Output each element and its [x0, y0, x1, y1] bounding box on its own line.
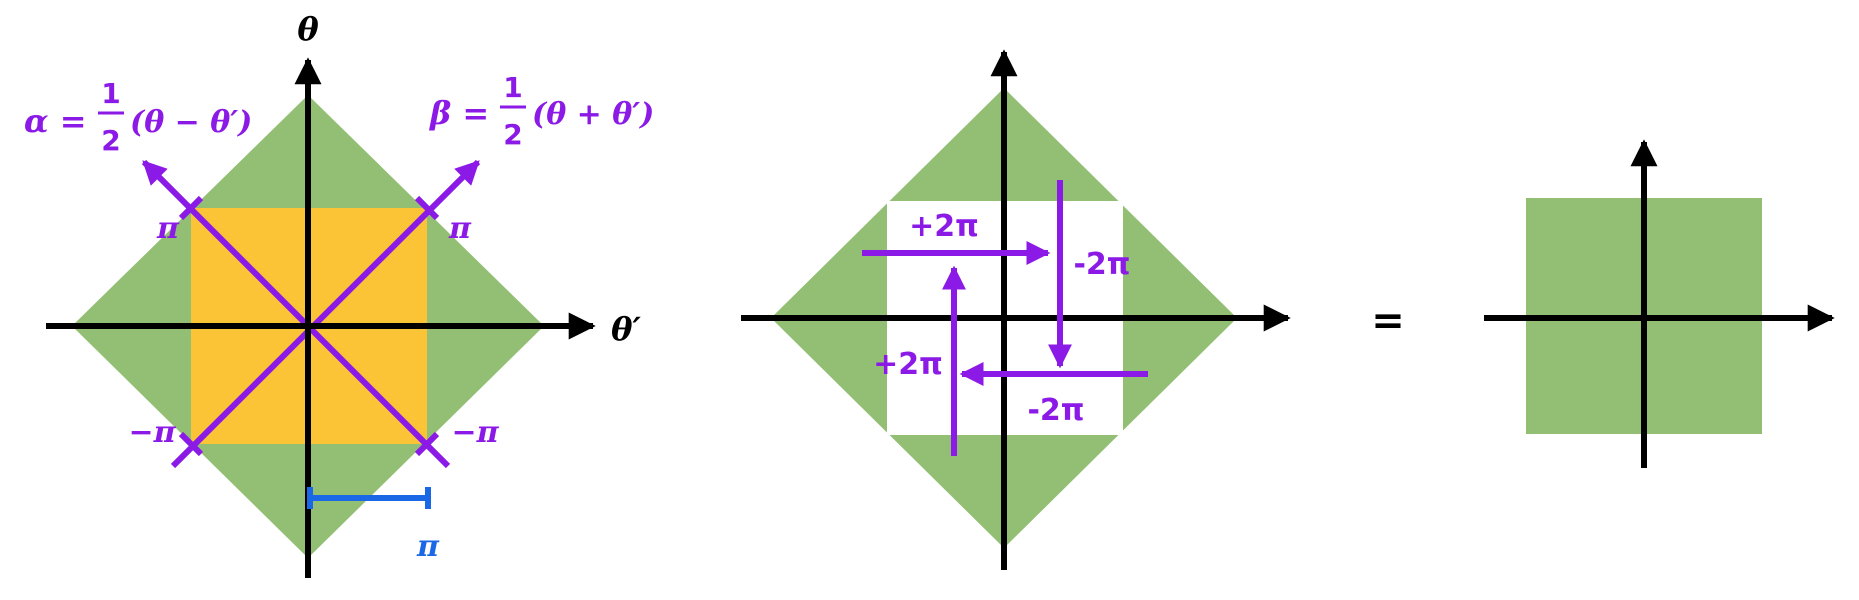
beta-paren: (θ + θ′) — [532, 97, 654, 132]
tick-top-right — [414, 195, 440, 221]
pi-label-top-left: π — [156, 211, 180, 246]
label-top-plus-2pi: +2π — [909, 209, 979, 244]
theta-axis-label: θ — [297, 10, 319, 48]
beta-axis — [170, 159, 481, 469]
label-left-plus-2pi: +2π — [873, 347, 943, 382]
middle-panel: +2π -2π +2π -2π — [741, 49, 1291, 570]
alpha-lhs: α = — [24, 102, 87, 140]
pi-scale-bar — [307, 487, 431, 509]
equals-sign: = — [1371, 298, 1405, 344]
beta-denominator: 2 — [503, 118, 522, 151]
pi-label-top-right: π — [448, 211, 472, 246]
tick-bottom-left — [178, 431, 204, 457]
beta-formula: β = 1 2 (θ + θ′) — [429, 71, 654, 151]
label-right-minus-2pi: -2π — [1073, 247, 1130, 282]
neg-pi-label-bottom-right: −π — [451, 415, 499, 450]
scale-pi-label: π — [416, 529, 440, 564]
tick-bottom-right — [414, 431, 440, 457]
alpha-numerator: 1 — [101, 77, 120, 110]
alpha-axis — [141, 159, 451, 469]
tick-top-left — [178, 195, 204, 221]
neg-pi-label-bottom-left: −π — [128, 415, 176, 450]
alpha-denominator: 2 — [101, 124, 120, 157]
theta-prime-axis-label: θ′ — [611, 310, 641, 348]
alpha-paren: (θ − θ′) — [130, 105, 252, 140]
beta-lhs: β = — [429, 94, 489, 132]
alpha-formula: α = 1 2 (θ − θ′) — [24, 77, 252, 157]
beta-numerator: 1 — [503, 71, 522, 104]
left-panel: θ θ′ α = 1 2 (θ − θ′) β = 1 2 (θ + θ′) π… — [24, 10, 654, 578]
label-bottom-minus-2pi: -2π — [1027, 393, 1084, 428]
right-panel — [1484, 139, 1835, 468]
